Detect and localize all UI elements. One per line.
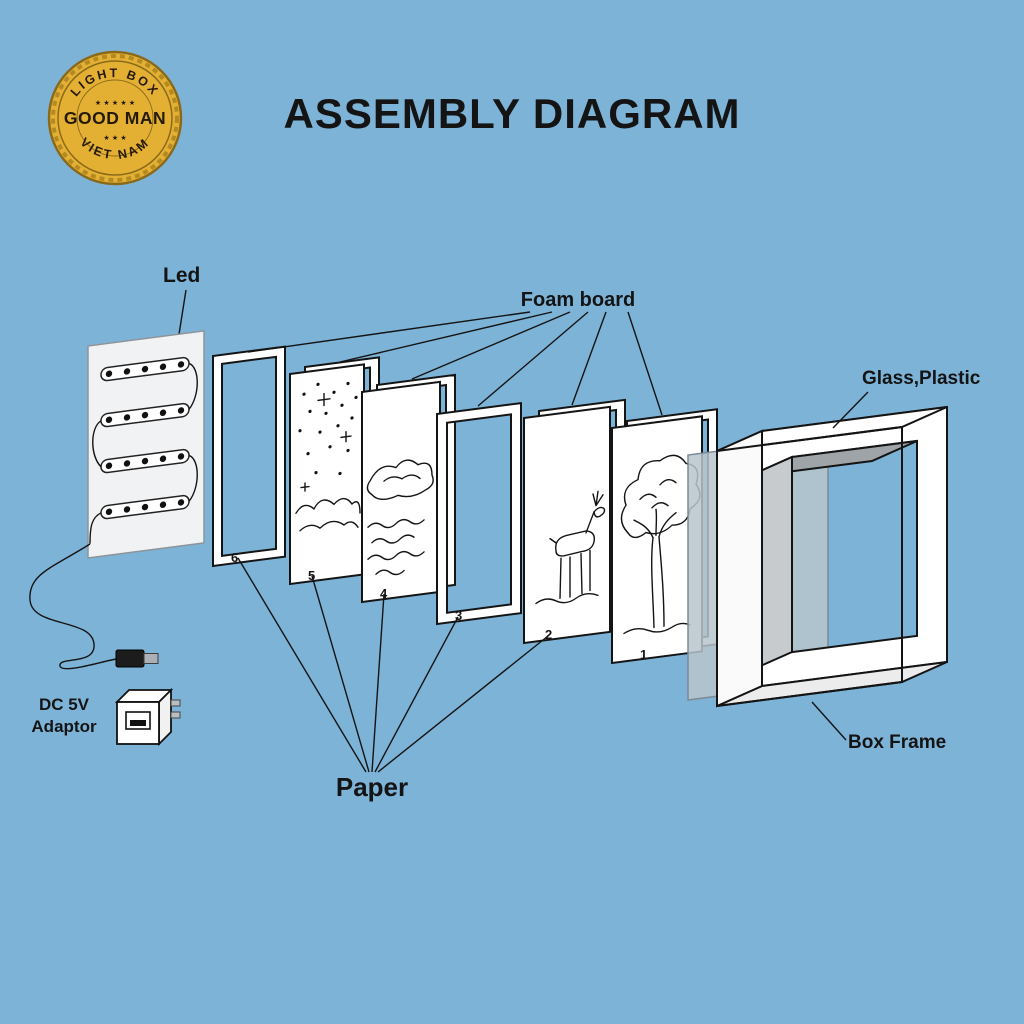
pointer-line [339,311,553,363]
led-strip [100,356,190,382]
deer-artwork [535,490,606,605]
paper-sheet [289,363,365,586]
pointer-line [374,616,459,773]
led-strip-connector [188,454,198,502]
page-title: ASSEMBLY DIAGRAM [283,90,740,137]
pointer-line [311,575,370,773]
adaptor-usb-port-tongue [130,720,146,726]
led-strip-dots [105,407,185,423]
pointer-line [377,635,549,773]
pointer-line [371,593,385,773]
logo-name-text: GOOD MAN [64,108,166,128]
logo-stars-bottom: ★ ★ ★ [103,134,126,142]
layer-number: 6 [231,550,238,565]
logo-stars-top: ★ ★ ★ ★ ★ [95,99,135,107]
led-panel [87,330,205,559]
stars-artwork [295,381,361,532]
layer-2-paper-deer [523,405,611,645]
led-strip-dots [105,361,185,377]
paper-sheet [361,380,441,604]
box-frame-label: Box Frame [848,732,946,753]
paper-label: Paper [336,772,408,802]
logo-inner-ring [76,79,154,157]
usb-plug-body [115,649,145,668]
logo-serrated-edge [51,54,179,182]
adaptor-label-line1: DC 5V [39,695,90,714]
led-strip [100,448,190,474]
logo-outer-ring [57,60,173,176]
adaptor-prong [170,711,181,719]
glass-pointer-line [832,391,869,429]
led-strip-lead-out [89,512,102,544]
pointer-line [571,311,607,406]
landscape-artwork [366,459,434,576]
led-strip-dots [105,453,185,469]
pointer-line [411,311,571,380]
led-strip-connector [92,420,102,468]
usb-plug [115,649,159,668]
paper-pointer-lines [237,557,549,773]
foam-frame-shape [436,401,522,626]
logo-badge: LIGHT BOX VIET NAM ★ ★ ★ ★ ★ GOOD MAN ★ … [47,50,183,186]
pointer-line [477,311,589,407]
layer-number: 5 [308,568,315,583]
box-frame-front-outline [716,425,903,708]
pointer-line [247,311,531,353]
layer-number: 2 [545,627,552,642]
foam-board-pointer-lines [247,311,663,416]
led-label: Led [163,264,200,287]
box-frame-left-wall [716,429,763,708]
layer-number: 4 [380,586,388,601]
foam-board-label: Foam board [521,289,635,311]
layer-number: 1 [640,647,647,662]
box-frame [716,405,948,708]
pointer-line [627,311,663,416]
layer-3-foam-frame [436,401,522,626]
adaptor-icon [114,687,181,747]
paper-sheet [523,405,611,645]
glass-plastic-label: Glass,Plastic [862,368,981,389]
usb-plug-tip [143,653,159,664]
pointer-line [237,557,367,773]
layer-4-paper-landscape [361,380,441,604]
adaptor-label-line2: Adaptor [31,717,97,736]
led-strip-dots [105,499,185,515]
layer-5-paper-stars [289,363,365,586]
led-strip [100,494,190,520]
logo-coin [47,50,183,186]
led-strip-connector [188,362,198,410]
layer-number: 3 [455,608,462,623]
power-wire [29,543,117,670]
adaptor-prong [170,699,181,707]
box-frame-pointer-line [811,701,847,741]
